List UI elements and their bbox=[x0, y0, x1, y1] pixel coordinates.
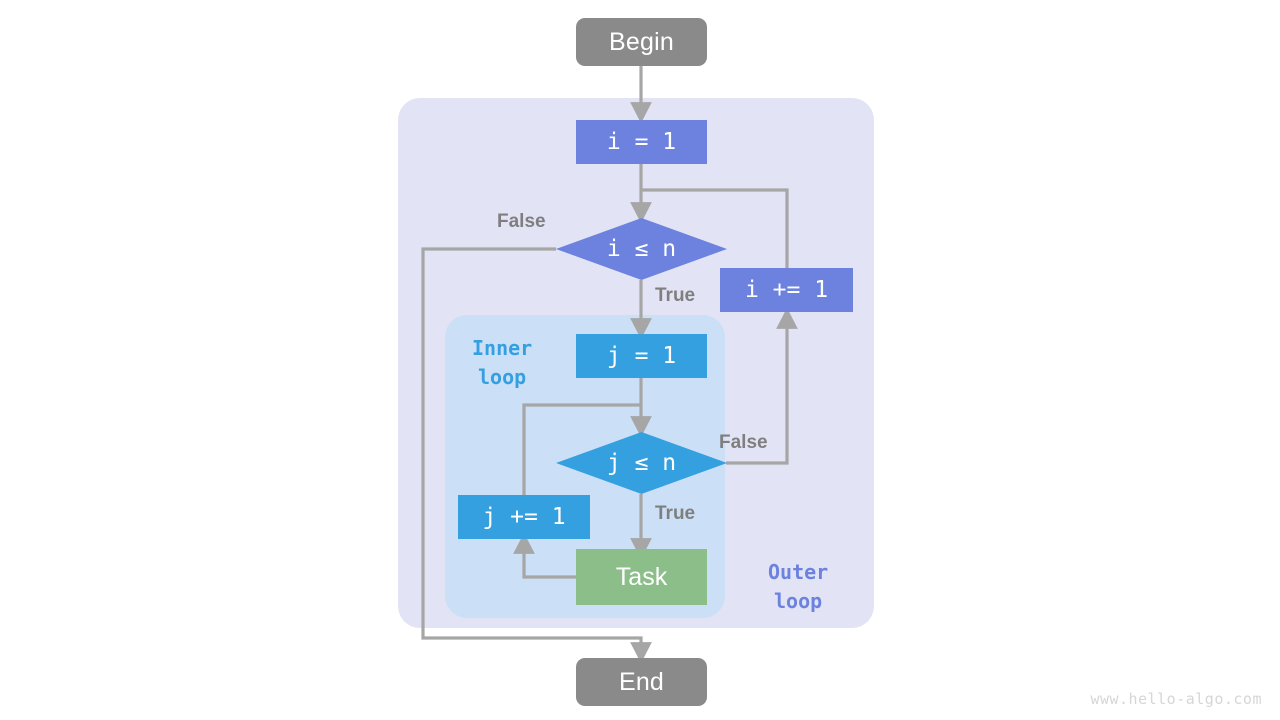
node-i-increment[interactable]: i += 1 bbox=[720, 268, 853, 312]
edge-label-outer-false: False bbox=[497, 211, 546, 232]
node-i-condition-label: i ≤ n bbox=[606, 236, 677, 262]
edge-j-cond-false-to-i-incr bbox=[726, 307, 798, 465]
diamond-shape-outer bbox=[556, 218, 727, 280]
watermark: www.hello-algo.com bbox=[1090, 690, 1262, 708]
node-i-init[interactable]: i = 1 bbox=[576, 120, 707, 164]
node-j-init[interactable]: j = 1 bbox=[576, 334, 707, 378]
edge-label-outer-true: True bbox=[655, 285, 696, 306]
node-end[interactable]: End bbox=[576, 658, 707, 706]
edge-label-inner-true: True bbox=[655, 503, 696, 524]
node-i-condition[interactable]: i ≤ n bbox=[556, 218, 727, 280]
outer-loop-label: Outer loop bbox=[768, 560, 829, 613]
node-j-condition-label: j ≤ n bbox=[606, 450, 677, 476]
edge-j-incr-to-j-cond bbox=[522, 403, 641, 495]
node-j-condition[interactable]: j ≤ n bbox=[556, 432, 727, 494]
node-begin[interactable]: Begin bbox=[576, 18, 707, 66]
node-task[interactable]: Task bbox=[576, 549, 707, 605]
edge-i-cond-false-to-end bbox=[421, 247, 652, 664]
edge-i-incr-to-i-cond bbox=[641, 188, 789, 268]
diamond-shape-inner bbox=[556, 432, 727, 494]
edge-task-to-j-incr bbox=[513, 532, 576, 579]
node-j-increment[interactable]: j += 1 bbox=[458, 495, 590, 539]
edge-label-inner-false: False bbox=[719, 432, 768, 453]
inner-loop-label: Inner loop bbox=[472, 336, 533, 389]
